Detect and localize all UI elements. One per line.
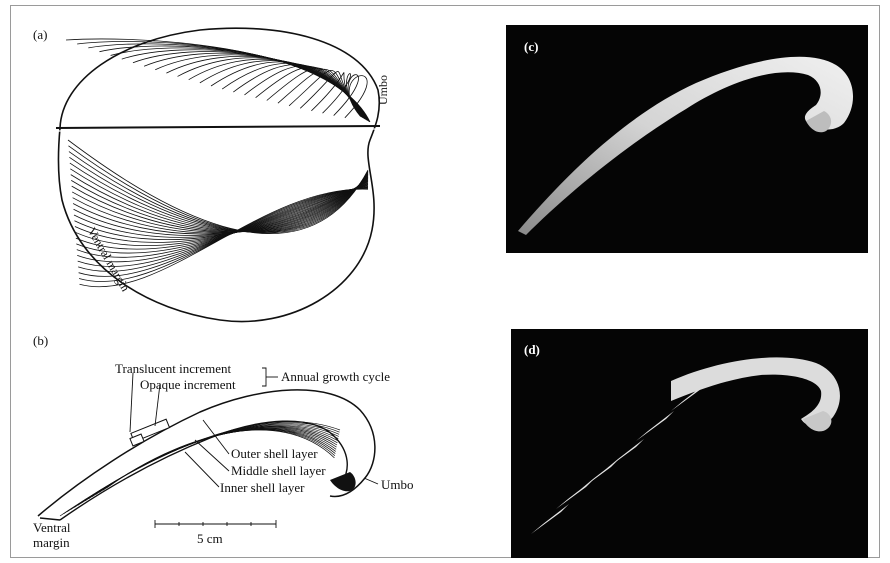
- margin-label-b: margin: [33, 535, 70, 551]
- middle-shell-layer-label: Middle shell layer: [231, 463, 326, 479]
- translucent-increment-label: Translucent increment: [115, 361, 231, 377]
- inner-shell-layer-label: Inner shell layer: [220, 480, 304, 496]
- panel-c-shell-section: [506, 25, 868, 253]
- opaque-increment-label: Opaque increment: [140, 377, 236, 393]
- scale-bar-label: 5 cm: [197, 531, 223, 547]
- ventral-label-b: Ventral: [33, 520, 71, 536]
- panel-c-photo: (c): [506, 25, 868, 253]
- panel-d-shell-section: [511, 329, 868, 558]
- panel-d-photo: (d): [511, 329, 868, 558]
- outer-shell-layer-label: Outer shell layer: [231, 446, 318, 462]
- annual-growth-cycle-label: Annual growth cycle: [281, 369, 390, 385]
- umbo-label-b: Umbo: [381, 477, 414, 493]
